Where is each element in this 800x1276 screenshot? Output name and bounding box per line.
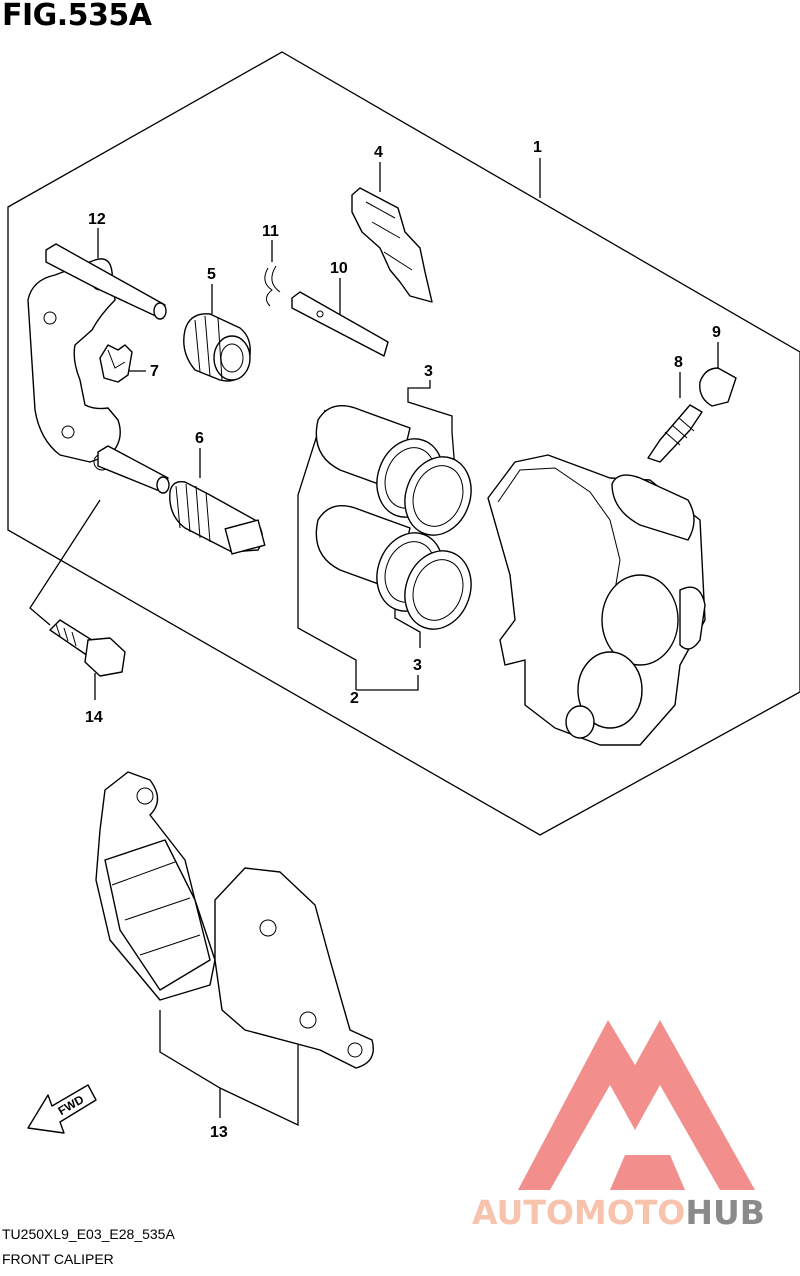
model-code: TU250XL9_E03_E28_535A [2, 1226, 175, 1242]
callout-10: 10 [330, 260, 348, 277]
callout-3-upper: 3 [424, 363, 433, 380]
callout-12: 12 [88, 211, 106, 228]
automotohub-logo-watermark [518, 1020, 755, 1190]
pad-spring-part-4 [351, 187, 433, 303]
bracket-3-upper [407, 380, 456, 471]
brake-pads-part-13 [95, 771, 374, 1069]
watermark-text: AUTOMOTOHUB [472, 1193, 765, 1232]
callout-6: 6 [195, 430, 204, 447]
callout-3-lower: 3 [413, 657, 422, 674]
callout-13: 13 [210, 1124, 228, 1141]
boot-part-5 [183, 313, 251, 382]
slide-pin-part-6 [169, 481, 266, 555]
bracket-2-left [297, 409, 357, 690]
callout-11: 11 [262, 223, 279, 240]
caliper-housing [487, 454, 706, 746]
bleeder-valve-part-8 [647, 404, 703, 463]
diagram-caption: FRONT CALIPER [2, 1251, 114, 1267]
piston-seals-part-3 [376, 438, 472, 630]
bleeder-cap-part-9 [699, 367, 737, 407]
forward-direction-arrow: FWD [27, 1084, 97, 1134]
caliper-bracket-part-12 [27, 243, 170, 494]
retaining-clip-part-11 [264, 265, 281, 307]
callout-4: 4 [374, 144, 383, 161]
callout-1: 1 [533, 139, 542, 156]
callout-2: 2 [350, 690, 359, 707]
bracket-2-bottom [356, 675, 419, 691]
callout-8: 8 [674, 354, 683, 371]
pad-pin-part-10 [291, 291, 389, 357]
callout-5: 5 [207, 266, 216, 283]
leader-line-14-b [29, 499, 101, 626]
callout-9: 9 [712, 324, 721, 341]
pad-clip-part-7 [99, 344, 133, 383]
assembly-boundary [7, 51, 800, 836]
callout-14: 14 [85, 709, 103, 726]
mounting-bolt-part-14 [49, 619, 126, 677]
callout-7: 7 [150, 363, 159, 380]
figure-title: FIG.535A [2, 0, 152, 33]
